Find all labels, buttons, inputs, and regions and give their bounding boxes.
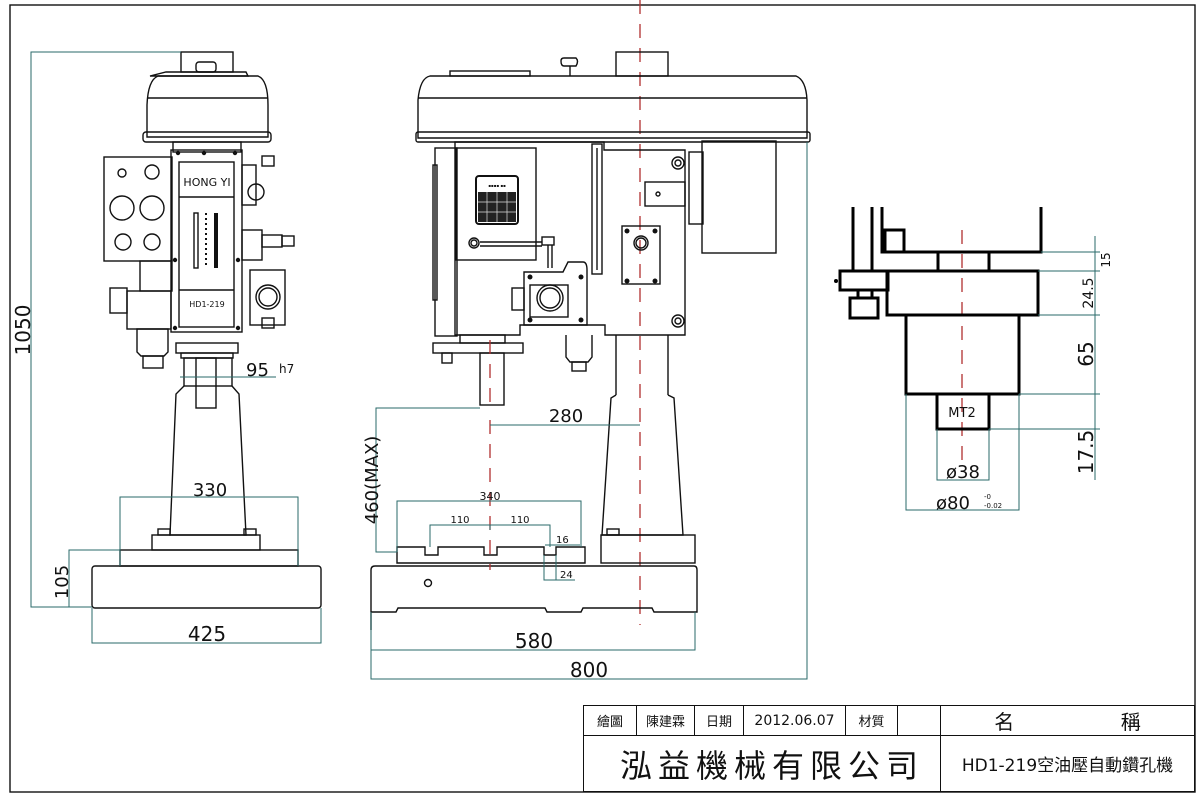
company-name: 泓益機械有限公司	[583, 735, 941, 792]
dim-table-width: 340	[480, 490, 501, 503]
dim-overall-depth: 800	[570, 658, 608, 682]
dim-base-depth: 580	[515, 629, 553, 653]
material-label: 材質	[845, 705, 898, 736]
material-value	[897, 705, 941, 736]
name-label-2: 稱	[1120, 710, 1141, 734]
dim-flange-gap: 15	[1099, 252, 1113, 267]
dim-quill-tol-lower: -0.02	[984, 502, 1002, 510]
dim-nose-length: 17.5	[1074, 430, 1098, 475]
dim-flange-thickness: 24.5	[1081, 277, 1097, 308]
svg-text:▪▪▪▪ ▪▪: ▪▪▪▪ ▪▪	[488, 183, 506, 188]
dim-base-width: 425	[188, 622, 226, 646]
drawn-by: 陳建霖	[636, 705, 695, 736]
side-view-dimensions: 460(MAX) 280 340 110 110 16 24 580 800	[362, 142, 808, 682]
name-label-1: 名	[994, 710, 1015, 734]
taper-label: MT2	[948, 406, 975, 421]
front-view: HONG YI HD1-219	[91, 51, 322, 609]
dim-quill-diameter: ø80	[936, 493, 970, 514]
drawn-by-label: 繪圖	[583, 705, 637, 736]
date-value: 2012.06.07	[743, 705, 846, 736]
dim-slot-pitch-right: 110	[510, 515, 529, 526]
dim-column-diameter: 95	[246, 360, 269, 381]
dim-quill-length: 65	[1074, 341, 1098, 366]
dim-slot-pitch-left: 110	[450, 515, 469, 526]
spindle-detail-dimensions: 15 24.5 65 17.5 ø38 ø80 -0 -0.02	[905, 236, 1113, 514]
spindle-detail: MT2	[834, 207, 1043, 470]
nameplate-brand: HONG YI	[183, 176, 230, 189]
dim-overall-height: 1050	[11, 305, 35, 356]
dim-max-spindle-to-table: 460(MAX)	[362, 436, 383, 525]
date-label: 日期	[694, 705, 744, 736]
dim-throat-depth: 280	[549, 406, 583, 427]
nameplate-model: HD1-219	[189, 300, 224, 309]
dim-quill-tol-upper: -0	[984, 493, 991, 501]
name-header: 名 稱	[940, 705, 1195, 736]
side-view: ▪▪▪▪ ▪▪	[370, 0, 811, 630]
dim-base-top-width: 330	[193, 480, 227, 501]
dim-nose-diameter: ø38	[946, 462, 980, 483]
dim-base-height: 105	[52, 565, 73, 599]
drawing-frame	[9, 4, 1196, 793]
dim-slot-width: 16	[556, 535, 569, 546]
dim-column-tolerance: h7	[279, 362, 294, 376]
product-name: HD1-219空油壓自動鑽孔機	[940, 735, 1195, 792]
front-view-dimensions: 1050 95 h7 330 105 425	[11, 51, 322, 646]
dim-slot-bottom-width: 24	[560, 570, 573, 581]
